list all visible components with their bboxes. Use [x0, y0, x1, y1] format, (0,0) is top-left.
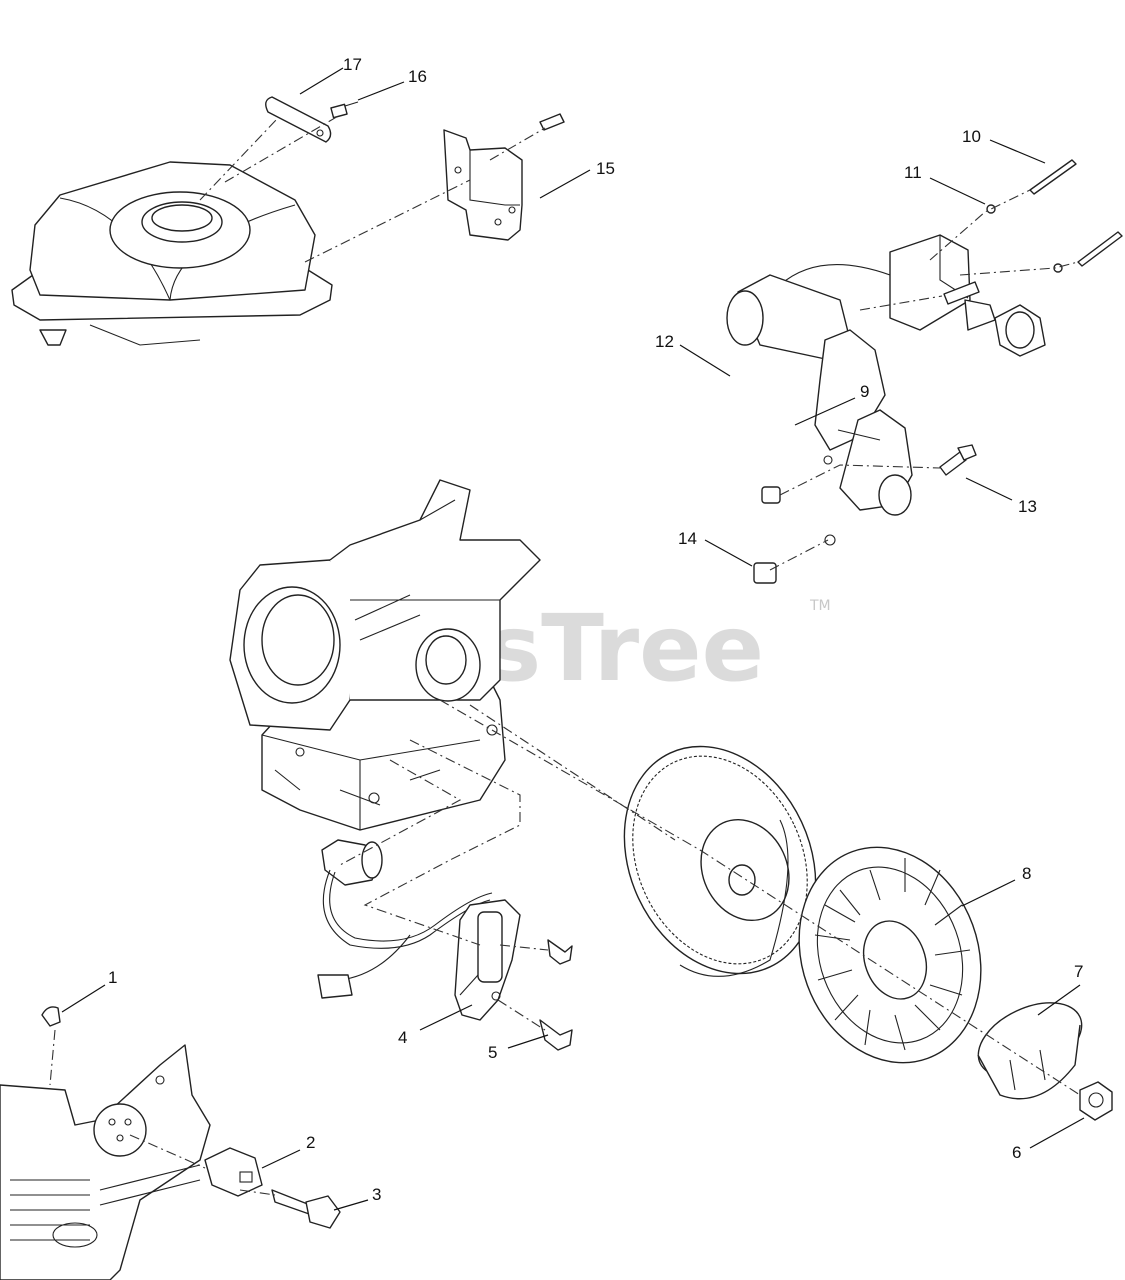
callout-7: 7	[1074, 962, 1083, 981]
callout-1: 1	[108, 968, 117, 987]
callout-5: 5	[488, 1043, 497, 1062]
callout-15: 15	[596, 159, 615, 178]
starter-motor-part[interactable]	[726, 274, 913, 546]
callout-10: 10	[962, 127, 981, 146]
engine-crankcase-part[interactable]	[229, 479, 541, 831]
fuel-tank-part[interactable]	[11, 161, 333, 346]
flywheel-part[interactable]	[589, 715, 852, 1005]
starter-cup-part[interactable]	[967, 988, 1094, 1100]
callout-16: 16	[408, 67, 427, 86]
bushing-14-part[interactable]	[753, 562, 777, 584]
control-panel-shroud-part[interactable]	[0, 1044, 211, 1280]
callout-2: 2	[306, 1133, 315, 1152]
starter-bolt-13-part[interactable]	[939, 444, 977, 476]
callout-13: 13	[1018, 497, 1037, 516]
ignition-coil-part[interactable]	[454, 899, 521, 1021]
bushing-upper-part[interactable]	[761, 486, 781, 504]
starter-connector-part[interactable]	[994, 304, 1046, 357]
long-bolt-10-part[interactable]	[1029, 159, 1077, 195]
starter-bolt-upper-part[interactable]	[943, 281, 980, 305]
callout-6: 6	[1012, 1143, 1021, 1162]
coil-bolt-upper-part[interactable]	[547, 939, 573, 965]
watermark-trademark: TM	[809, 598, 831, 614]
tank-bracket-part[interactable]	[443, 129, 523, 241]
callout-9: 9	[860, 382, 869, 401]
clip-1-part[interactable]	[41, 1006, 61, 1027]
callout-3: 3	[372, 1185, 381, 1204]
callout-4: 4	[398, 1028, 407, 1047]
washer-11-part[interactable]	[986, 204, 996, 214]
fuel-tank-strap-part[interactable]	[265, 96, 332, 143]
bracket-bolt-part[interactable]	[539, 113, 565, 131]
callout-8: 8	[1022, 864, 1031, 883]
callout-12: 12	[655, 332, 674, 351]
coil-bolt-5-part[interactable]	[539, 1019, 573, 1051]
spark-plug-boot-part[interactable]	[321, 839, 383, 886]
flywheel-nut-part[interactable]	[1079, 1081, 1113, 1121]
callout-14: 14	[678, 529, 697, 548]
long-bolt-lower-part[interactable]	[1077, 231, 1123, 267]
starter-solenoid-part[interactable]	[889, 234, 996, 331]
cooling-fan-part[interactable]	[770, 822, 1011, 1089]
ignition-key-part[interactable]	[271, 1189, 341, 1229]
bolt-16-part[interactable]	[330, 101, 359, 119]
wire-connector-part[interactable]	[317, 974, 353, 999]
callout-11: 11	[904, 163, 922, 182]
callout-17: 17	[343, 55, 362, 74]
ignition-switch-part[interactable]	[204, 1147, 263, 1197]
